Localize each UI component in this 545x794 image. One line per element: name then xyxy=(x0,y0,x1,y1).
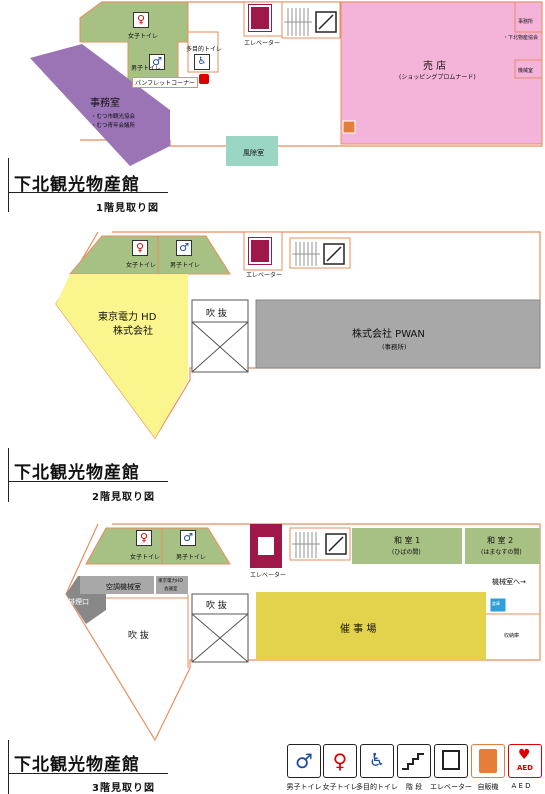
f3-tepco-small1: 東京電力HD xyxy=(158,579,183,584)
f1-kankou-label: ・下北物産協会 xyxy=(503,35,539,41)
f2-pwan-label: 株式会社 PWAN xyxy=(352,329,425,340)
floor-2-plan xyxy=(55,231,541,440)
f1-womens-toilet-label: 女子トイレ xyxy=(128,33,159,40)
floor-2-title: 下北観光物産館 xyxy=(14,463,140,483)
floor-2-title-underline xyxy=(8,481,168,482)
floor-2-subtitle: 2階見取り図 xyxy=(92,492,155,503)
womens-toilet-icon: ♀ xyxy=(133,12,149,28)
floor-3-title-underline xyxy=(8,773,168,774)
f1-multipurpose-toilet-label: 多目的トイレ xyxy=(186,46,223,53)
f2-atrium-label: 吹 抜 xyxy=(206,309,227,319)
legend-label-0: 男子トイレ xyxy=(286,783,322,791)
f1-office-small-label: 事務所 xyxy=(518,19,534,25)
floor-2-title-rule xyxy=(8,448,9,502)
f1-elevator-label: エレベーター xyxy=(244,40,281,47)
f3-mens-toilet-label: 男子トイレ xyxy=(176,554,207,561)
aed-icon xyxy=(199,74,209,84)
elevator-icon xyxy=(248,4,272,32)
floor-3-tepco-small xyxy=(156,576,188,594)
floor-1-windbreak xyxy=(226,136,278,166)
mens-toilet-icon: ♂ xyxy=(176,240,192,256)
floor-3-aircon xyxy=(80,576,154,594)
floor-3-washitsu1 xyxy=(352,528,462,564)
f2-womens-toilet-label: 女子トイレ xyxy=(126,262,157,269)
floor-3-title: 下北観光物産館 xyxy=(14,755,140,775)
floor-2-tepco xyxy=(56,274,188,438)
legend-label-2: 多目的トイレ xyxy=(356,783,398,791)
f3-elevator-label: エレベーター xyxy=(250,572,287,579)
floor-3-subtitle: 3階見取り図 xyxy=(92,783,155,794)
f1-shop-sub: (ショッピングプロムナード) xyxy=(399,74,476,81)
f2-tepco-line1: 東京電力 HD xyxy=(98,312,157,323)
f3-womens-toilet-label: 女子トイレ xyxy=(130,554,161,561)
legend-label-6: A E D xyxy=(511,782,531,790)
f3-washitsu1-sub: (ひばの間) xyxy=(392,549,421,556)
f3-blue-box-label: 倉庫 xyxy=(492,601,500,606)
floor-3-plan xyxy=(65,523,541,742)
floor-1-title-rule xyxy=(8,158,9,212)
f2-tepco-line2: 株式会社 xyxy=(113,326,153,337)
floor-2-pwan xyxy=(255,299,541,369)
f1-machine-room-label: 機械室 xyxy=(518,68,534,74)
f3-washitsu1-label: 和 室 1 xyxy=(394,536,421,545)
floor-3-event-hall xyxy=(256,592,486,660)
heart-icon: ♥ xyxy=(518,747,531,763)
f3-aircon-label: 空調機械室 xyxy=(106,583,141,591)
floor-3-blue-box xyxy=(489,597,507,613)
f3-washitsu2-label: 和 室 2 xyxy=(487,536,514,545)
legend-label-1: 女子トイレ xyxy=(322,783,358,791)
floor-1-office xyxy=(30,44,170,166)
f1-pamphlet-label: パンフレットコーナー xyxy=(132,77,199,88)
f1-office-sub1: ・むつ市観光協会 xyxy=(91,114,136,120)
f3-exhaust-label: 排煙口 xyxy=(68,598,89,606)
floor-1-title-underline xyxy=(8,192,168,193)
f3-event-hall-label: 催 事 場 xyxy=(340,624,377,635)
f2-mens-toilet-label: 男子トイレ xyxy=(170,262,201,269)
f1-windbreak-label: 風除室 xyxy=(243,149,264,157)
f3-atrium-center-label: 吹 抜 xyxy=(206,601,227,611)
elevator-icon xyxy=(257,536,275,556)
floor-3-washitsu2 xyxy=(465,528,540,564)
elevator-icon xyxy=(248,237,272,265)
floor-3-title-rule xyxy=(8,740,9,794)
womens-toilet-icon: ♀ xyxy=(136,530,152,546)
multipurpose-toilet-icon: ♿ xyxy=(360,744,394,778)
floor-1-title: 下北観光物産館 xyxy=(14,175,140,195)
f3-tepco-small2: 会議室 xyxy=(164,587,178,592)
aed-icon-text: AED xyxy=(516,764,533,772)
floor-1-subtitle: 1階見取り図 xyxy=(96,203,159,214)
multipurpose-toilet-icon: ♿ xyxy=(194,54,210,70)
f1-shop-label: 売 店 xyxy=(423,61,447,72)
f3-washitsu2-sub: (はまなすの間) xyxy=(481,549,522,556)
aed-icon: AED ♥ xyxy=(508,744,542,778)
vending-machine-icon xyxy=(342,120,356,134)
f2-pwan-sub: (事務所) xyxy=(382,343,407,351)
f1-office-label: 事務室 xyxy=(90,98,120,109)
womens-toilet-icon: ♀ xyxy=(323,744,357,778)
floor-3-atrium-center xyxy=(191,593,249,663)
floor-1-shop xyxy=(340,1,543,145)
mens-toilet-icon: ♂ xyxy=(149,54,165,70)
legend-label-5: 自販機 xyxy=(477,783,499,791)
legend-label-3: 階 段 xyxy=(405,783,423,791)
floor-2-atrium xyxy=(191,299,249,373)
f3-atrium-left-label: 吹 抜 xyxy=(128,631,149,641)
floor-2-outline xyxy=(55,231,541,440)
elevator-icon xyxy=(434,744,468,778)
f1-office-sub2: ・むつ青年会議所 xyxy=(91,123,136,129)
floor-1-machine-room xyxy=(514,59,543,79)
legend-label-4: エレベーター xyxy=(430,783,472,791)
floor-1-office-small xyxy=(514,1,543,33)
f3-storage-label: 収納庫 xyxy=(504,633,520,639)
mens-toilet-icon: ♂ xyxy=(180,530,196,546)
womens-toilet-icon: ♀ xyxy=(132,240,148,256)
f2-elevator-label: エレベーター xyxy=(246,272,283,279)
f1-mens-toilet-label: 男子トイレ xyxy=(131,65,162,72)
floor-1-stairs-lines xyxy=(284,8,337,36)
stairs-icon xyxy=(397,744,431,778)
f3-machine-room-arrow: 機械室へ→ xyxy=(492,578,526,586)
vending-machine-icon xyxy=(471,744,505,778)
mens-toilet-icon: ♂ xyxy=(287,744,321,778)
